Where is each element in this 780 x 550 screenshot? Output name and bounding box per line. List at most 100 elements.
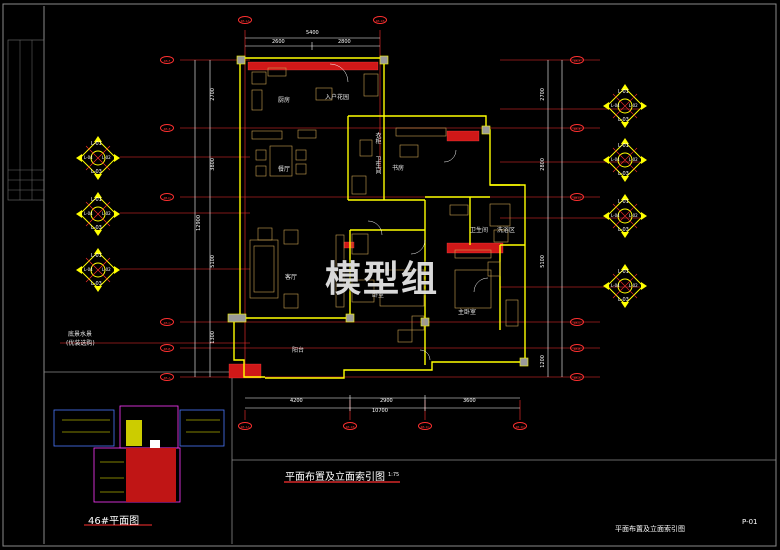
dim-top-total: 5400 <box>306 30 319 36</box>
grid-bubble-left: 4B-C <box>160 318 174 326</box>
elevation-label-left: L-04 <box>84 267 93 272</box>
dim-left-c: 5100 <box>210 255 216 268</box>
key-plan-title: 46#平面图 <box>88 516 140 527</box>
room-label-master-bedroom: 主卧室 <box>458 309 477 316</box>
room-label-kitchen: 厨房 <box>278 97 291 104</box>
grid-bubble-bottom: 4B-1B <box>343 422 357 430</box>
elevation-label-bottom: L-03 <box>91 281 102 287</box>
dim-top-left: 2600 <box>272 39 285 45</box>
note-line-2: (优装选购) <box>66 340 95 347</box>
room-label-balcony: 阳台 <box>292 347 305 354</box>
grid-bubble-bottom: 4B-1A <box>238 422 252 430</box>
grid-bubble-right: 4B-D <box>570 193 584 201</box>
wall-columns <box>227 55 529 367</box>
drawing-title: 平面布置及立面索引图 <box>285 472 385 483</box>
dim-bottom-a: 4200 <box>290 398 303 404</box>
dim-right-b: 2800 <box>540 158 546 171</box>
room-label-living: 客厅 <box>285 274 298 281</box>
grid-bubble-right: 4B-A <box>570 373 584 381</box>
sheet-number: P-01 <box>742 518 758 526</box>
grid-bubble-right: 4B-C <box>570 318 584 326</box>
grid-bubble-top: 4B-1A <box>238 16 252 24</box>
dim-right-d: 1200 <box>540 355 546 368</box>
elevation-label-top: L-01 <box>618 269 629 275</box>
elevation-label-right: L-02 <box>629 213 638 218</box>
drawing-scale: 1:75 <box>388 472 400 478</box>
elevation-marker-icon <box>76 248 120 292</box>
dim-left-a: 2700 <box>210 88 216 101</box>
room-label-entry-garden: 入户花园 <box>325 94 350 101</box>
room-label-dining: 餐厅 <box>278 166 291 173</box>
grid-bubble-left: 4B-F <box>160 56 174 64</box>
elevation-label-right: L-02 <box>629 283 638 288</box>
elevation-label-left: L-04 <box>611 157 620 162</box>
note-line-1: 底景水景 <box>68 331 93 338</box>
elevation-label-left: L-04 <box>611 213 620 218</box>
elevation-label-bottom: L-03 <box>618 171 629 177</box>
key-plan <box>53 405 225 503</box>
elevation-marker-icon <box>603 138 647 182</box>
grid-bubble-bottom: 4B-1C <box>418 422 432 430</box>
dim-right-c: 5100 <box>540 255 546 268</box>
dim-left-b: 3800 <box>210 158 216 171</box>
grid-bubble-top: 4B-1B <box>373 16 387 24</box>
room-label-bedroom: 卧室 <box>372 292 385 299</box>
elevation-label-right: L-02 <box>629 157 638 162</box>
dim-right-a: 2700 <box>540 88 546 101</box>
elevation-label-bottom: L-03 <box>618 297 629 303</box>
hatch-areas <box>228 61 504 379</box>
watermark: 模型组 <box>325 259 440 300</box>
dim-left-total: 12900 <box>196 215 202 231</box>
elevation-label-bottom: L-03 <box>91 169 102 175</box>
grid-bubble-right: 4B-F <box>570 56 584 64</box>
corner-title: 平面布置及立面索引图 <box>615 525 685 533</box>
grid-bubble-left: 4B-E <box>160 124 174 132</box>
elevation-label-right: L-02 <box>102 155 111 160</box>
elevation-label-top: L-01 <box>618 143 629 149</box>
elevation-label-left: L-04 <box>611 103 620 108</box>
sheet-border <box>2 3 777 547</box>
walls <box>233 57 526 379</box>
dim-top-right: 2800 <box>338 39 351 45</box>
axis-lines <box>60 30 640 420</box>
room-label-study: 书房 <box>392 165 405 172</box>
elevation-label-right: L-02 <box>629 103 638 108</box>
room-label-laundry: 洗浴区 <box>497 227 516 234</box>
elevation-label-bottom: L-03 <box>618 117 629 123</box>
elevation-marker-icon <box>603 264 647 308</box>
furniture <box>249 67 519 343</box>
side-strip <box>7 39 45 201</box>
room-label-wardrobe: 衣柜 <box>374 132 381 144</box>
elevation-label-right: L-02 <box>102 267 111 272</box>
elevation-label-top: L-01 <box>618 199 629 205</box>
elevation-label-top: L-01 <box>91 253 102 259</box>
elevation-label-left: L-04 <box>84 155 93 160</box>
door-arcs <box>329 63 489 361</box>
dim-left-d: 1300 <box>210 331 216 344</box>
elevation-marker-icon <box>603 84 647 128</box>
elevation-label-right: L-02 <box>102 211 111 216</box>
dim-bottom-c: 3600 <box>463 398 476 404</box>
elevation-label-top: L-01 <box>91 197 102 203</box>
grid-bubble-right: 4B-B <box>570 344 584 352</box>
grid-bubble-bottom: 4B-1D <box>513 422 527 430</box>
elevation-marker-icon <box>603 194 647 238</box>
elevation-label-left: L-04 <box>84 211 93 216</box>
dim-bottom-total: 10700 <box>372 408 388 414</box>
elevation-label-bottom: L-03 <box>618 227 629 233</box>
room-label-bath: 卫生间 <box>470 227 489 234</box>
grid-bubble-right: 4B-E <box>570 124 584 132</box>
elevation-label-top: L-01 <box>91 141 102 147</box>
elevation-marker-icon <box>76 192 120 236</box>
elevation-label-bottom: L-03 <box>91 225 102 231</box>
elevation-label-top: L-01 <box>618 89 629 95</box>
